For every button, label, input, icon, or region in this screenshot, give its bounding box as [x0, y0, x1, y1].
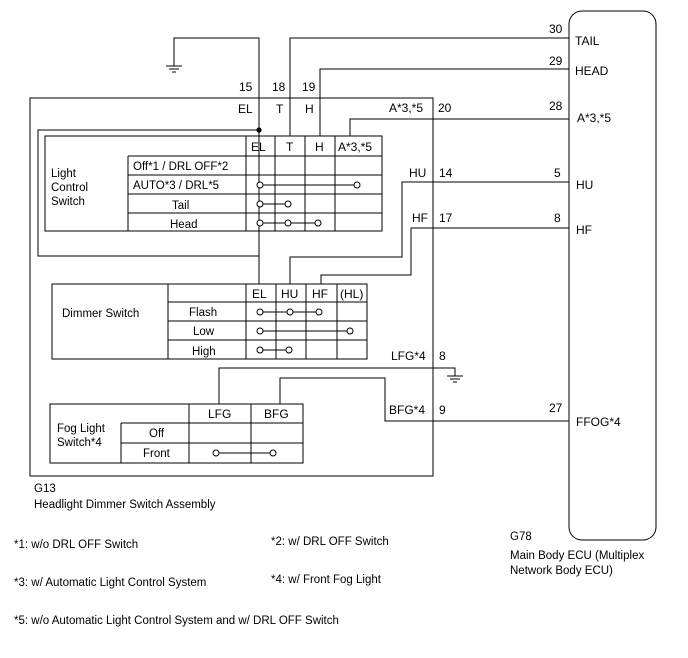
assembly-name: Headlight Dimmer Switch Assembly	[34, 499, 216, 511]
dimmer-col-hl: (HL)	[340, 287, 363, 301]
light-control-table	[44, 135, 383, 232]
pin-lfg-number: 8	[439, 349, 446, 363]
light-row-head: Head	[170, 219, 198, 231]
light-control-title-2: Control	[51, 182, 88, 194]
ecu-name-line2: Network Body ECU)	[510, 565, 613, 577]
ecu-pin-hf-label: HF	[576, 223, 592, 237]
fog-row-front: Front	[143, 448, 171, 460]
pin-bfg-number: 9	[439, 403, 446, 417]
ecu-pin-head-label: HEAD	[575, 64, 609, 78]
light-row-tail: Tail	[172, 200, 189, 212]
light-control-title-1: Light	[51, 168, 77, 180]
dimmer-col-el: EL	[252, 287, 267, 301]
note-1: *1: w/o DRL OFF Switch	[14, 539, 138, 551]
pin-lfg-label: LFG*4	[391, 349, 426, 363]
ground-icon	[447, 375, 463, 383]
note-5: *5: w/o Automatic Light Control System a…	[14, 615, 339, 627]
fog-title-2: Switch*4	[57, 437, 102, 449]
dimmer-row-low: Low	[193, 326, 215, 338]
ecu-pin-tail-number: 30	[549, 22, 563, 36]
pin-el-label: EL	[238, 102, 253, 116]
fog-col-lfg: LFG	[208, 407, 231, 421]
dimmer-table	[51, 283, 368, 360]
note-3: *3: w/ Automatic Light Control System	[14, 577, 206, 589]
pin-el-number: 15	[239, 80, 253, 94]
pin-t-number: 18	[272, 80, 286, 94]
dimmer-row-flash: Flash	[189, 307, 217, 319]
pin-t-label: T	[276, 102, 284, 116]
ecu-pin-head-number: 29	[549, 54, 563, 68]
pin-hf-number: 17	[439, 211, 453, 225]
pin-a-number: 20	[438, 101, 452, 115]
ecu-pin-tail-label: TAIL	[575, 34, 600, 48]
ecu-pin-hf-number: 8	[554, 211, 561, 225]
note-2: *2: w/ DRL OFF Switch	[271, 536, 389, 548]
ecu-pin-a-label: A*3,*5	[577, 111, 611, 125]
assembly-box	[29, 97, 434, 477]
pin-a-label: A*3,*5	[389, 101, 423, 115]
pin-h-number: 19	[302, 80, 316, 94]
pin-hu-label: HU	[409, 166, 426, 180]
ecu-pin-hu-label: HU	[576, 178, 593, 192]
dimmer-col-hf: HF	[312, 287, 328, 301]
ecu-pin-ffog-number: 27	[549, 401, 563, 415]
light-col-h: H	[315, 140, 324, 154]
ecu-pin-hu-number: 5	[554, 166, 561, 180]
junction-dot	[256, 127, 262, 133]
light-control-title-3: Switch	[51, 196, 85, 208]
contact-circles	[212, 181, 361, 457]
pin-h-label: H	[305, 102, 314, 116]
light-col-el: EL	[251, 140, 266, 154]
pin-hf-label: HF	[412, 211, 428, 225]
light-row-auto: AUTO*3 / DRL*5	[133, 180, 219, 192]
light-col-t: T	[286, 140, 294, 154]
ground-icon	[166, 65, 182, 73]
pin-hu-number: 14	[439, 166, 453, 180]
dimmer-col-hu: HU	[281, 287, 298, 301]
ecu-body	[568, 10, 657, 541]
ecu-code: G78	[510, 531, 532, 543]
pin-bfg-label: BFG*4	[389, 403, 425, 417]
light-row-off: Off*1 / DRL OFF*2	[133, 161, 228, 173]
note-4: *4: w/ Front Fog Light	[271, 574, 382, 586]
light-col-a: A*3,*5	[338, 140, 372, 154]
fog-title-1: Fog Light	[57, 423, 106, 435]
ecu-pin-a-number: 28	[549, 99, 563, 113]
dimmer-title: Dimmer Switch	[62, 308, 139, 320]
fog-row-off: Off	[149, 428, 165, 440]
assembly-code: G13	[34, 483, 56, 495]
ecu-name-line1: Main Body ECU (Multiplex	[510, 550, 644, 562]
ecu-pin-ffog-label: FFOG*4	[576, 415, 621, 429]
fog-table	[49, 403, 304, 464]
wires	[37, 37, 569, 422]
fog-col-bfg: BFG	[264, 407, 289, 421]
dimmer-row-high: High	[192, 346, 216, 358]
